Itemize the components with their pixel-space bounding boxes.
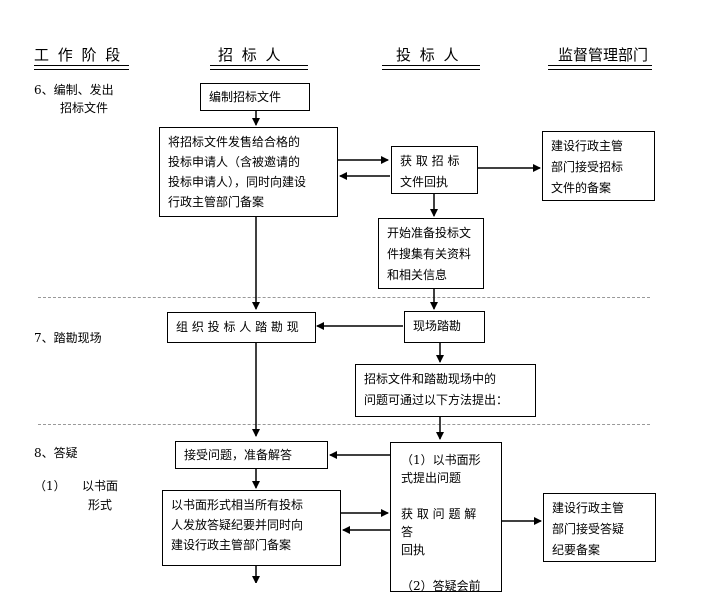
header-underline: [382, 65, 480, 70]
prepare-tender-docs-box: 编制招标文件: [200, 83, 310, 111]
connector-arrows: [252, 111, 542, 583]
authority-receives-docs-filing-box: 建设行政主管 部门接受招标 文件的备案: [542, 131, 655, 201]
written-questions-box: （1）以书面形 式提出问题 获 取 问 题 解 答 回执 （2）答疑会前: [390, 442, 502, 593]
prepare-bid-docs-box: 开始准备投标文 件搜集有关资料 和相关信息: [378, 218, 484, 289]
header-bidder: 投 标 人: [396, 46, 461, 64]
organize-site-visit-box: 组 织 投 标 人 踏 勘 现: [167, 312, 316, 343]
stage-7-label: 7、踏勘现场: [34, 331, 102, 345]
sell-tender-docs-box: 将招标文件发售给合格的 投标申请人（含被邀请的 投标申请人），同时向建设 行政主…: [159, 127, 338, 217]
receive-questions-box: 接受问题，准备解答: [175, 441, 328, 469]
header-underline: [34, 65, 129, 70]
header-tenderer: 招 标 人: [218, 46, 283, 64]
header-underline: [210, 65, 308, 70]
stage-8-sub-number: （1）: [34, 479, 66, 493]
obtain-docs-receipt-box: 获 取 招 标 文件回执: [391, 146, 478, 194]
stage-6-label-cont: 招标文件: [60, 101, 109, 115]
stage-6-label: 6、编制、发出: [34, 83, 114, 97]
stage-8-sub-label: 以书面: [82, 479, 119, 493]
header-stage: 工 作 阶 段: [34, 46, 123, 64]
issue-qa-minutes-box: 以书面形式相当所有投标 人发放答疑纪要并同时向 建设行政主管部门备案: [162, 490, 341, 566]
header-authority: 监督管理部门: [558, 46, 649, 64]
stage-8-label: 8、答疑: [34, 446, 78, 460]
site-visit-box: 现场踏勘: [404, 311, 485, 343]
authority-receives-minutes-box: 建设行政主管 部门接受答疑 纪要备案: [543, 493, 656, 562]
header-underline: [548, 65, 652, 70]
section-divider: [38, 424, 650, 425]
stage-8-sub-label-cont: 形式: [88, 498, 113, 512]
submit-questions-box: 招标文件和踏勘现场中的 问题可通过以下方法提出：: [355, 364, 536, 417]
section-divider: [38, 297, 650, 298]
